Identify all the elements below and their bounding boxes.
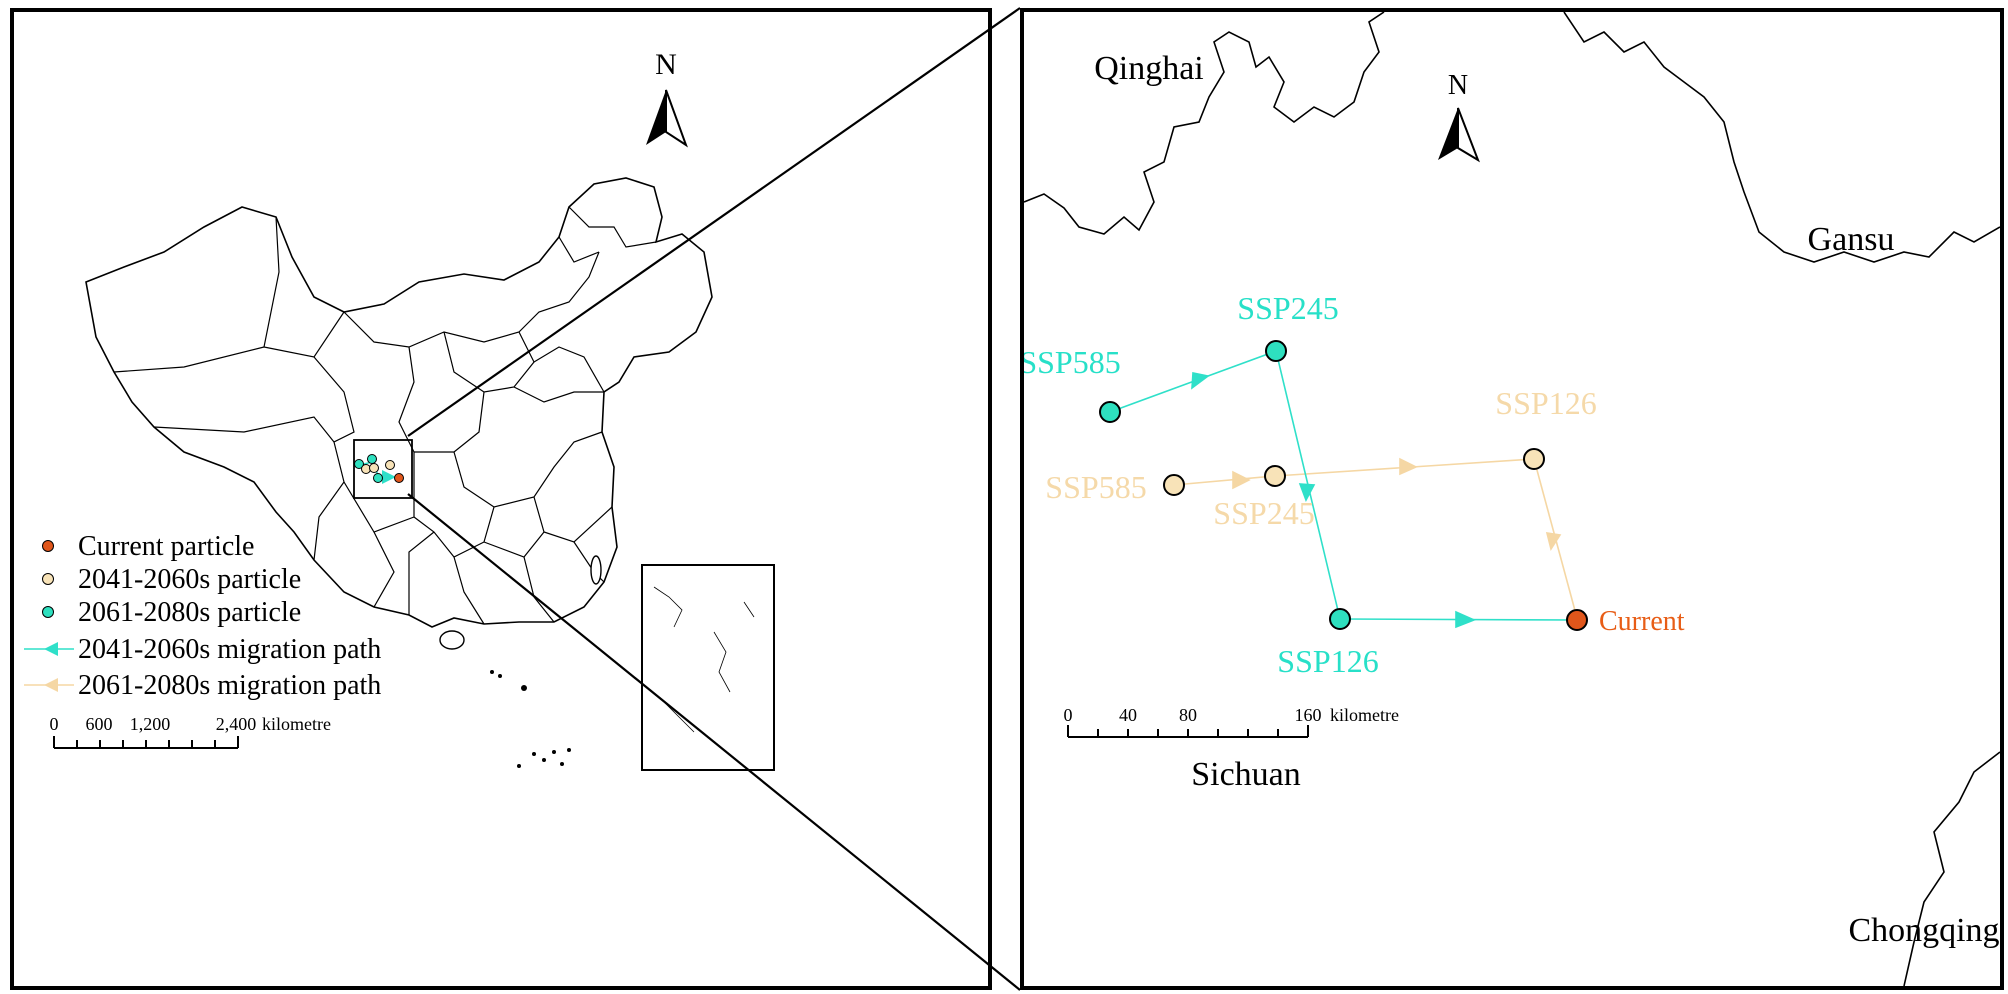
label-teal-ssp126: SSP126 [1277, 643, 1378, 679]
legend-2041-symbol [42, 573, 54, 585]
study-area-box [353, 439, 413, 499]
legend-2041-path-arrow [44, 642, 58, 656]
label-peach-ssp126: SSP126 [1495, 385, 1596, 421]
hainan-island [439, 630, 465, 650]
inset-coastline [653, 586, 755, 733]
legend-2061-path-label: 2061-2080s migration path [78, 670, 381, 701]
legend-current-label: Current particle [78, 531, 254, 562]
legend: Current particle 2041-2060s particle 206… [24, 531, 381, 701]
particle-2061-ssp585 [1099, 401, 1121, 423]
north-label-right: N [1448, 70, 1468, 101]
path-2041-2060 [1109, 350, 1578, 629]
taiwan-island [590, 555, 602, 585]
province-boundaries [113, 206, 657, 625]
particle-current [1566, 609, 1588, 631]
path-2061-2080 [1173, 457, 1578, 619]
study-area-map-panel: Qinghai Gansu Sichuan Chongqing N [1020, 8, 2004, 990]
legend-2061-symbol [42, 606, 54, 618]
particle-2041-ssp245 [1264, 465, 1286, 487]
particle-2041-ssp126 [1523, 448, 1545, 470]
particle-2061-ssp126 [1329, 608, 1351, 630]
label-teal-ssp245: SSP245 [1237, 290, 1338, 326]
study-area-map: Qinghai Gansu Sichuan Chongqing N [1024, 12, 2000, 986]
particle-2061-ssp245 [1265, 340, 1287, 362]
province-label-qinghai: Qinghai [1094, 50, 1204, 87]
scale-tick-80: 80 [1179, 705, 1197, 725]
scale-bar-left: 0 600 1,200 2,400 kilometre [50, 714, 331, 749]
scale-unit: kilometre [262, 714, 331, 734]
label-peach-ssp245: SSP245 [1213, 495, 1314, 531]
scale-tick-40: 40 [1119, 705, 1137, 725]
label-teal-ssp585: SSP585 [1024, 344, 1121, 380]
scale-bar-right: 0 40 80 160 kilometre [1064, 705, 1399, 738]
legend-2061-particle-label: 2061-2080s particle [78, 597, 301, 628]
scale-tick-1200: 1,200 [130, 714, 171, 734]
province-label-gansu: Gansu [1808, 221, 1895, 258]
scale-unit: kilometre [1330, 705, 1399, 725]
north-arrow-right: N [1438, 70, 1480, 163]
overview-map: N Current particle 2041-2060s particle 2… [24, 48, 775, 771]
scale-tick-160: 160 [1295, 705, 1322, 725]
scale-tick-2400: 2,400 [216, 714, 257, 734]
mini-particles [354, 454, 404, 484]
province-label-sichuan: Sichuan [1191, 756, 1301, 793]
scale-tick-0: 0 [1064, 705, 1073, 725]
scale-tick-600: 600 [86, 714, 113, 734]
legend-2041-particle-label: 2041-2060s particle [78, 564, 301, 595]
province-label-chongqing: Chongqing [1848, 912, 1999, 949]
north-arrow-left: N [646, 48, 688, 148]
label-current: Current [1599, 606, 1685, 637]
legend-2041-path-label: 2041-2060s migration path [78, 634, 381, 665]
overview-map-panel: N Current particle 2041-2060s particle 2… [10, 8, 992, 990]
legend-current-symbol [42, 540, 54, 552]
south-sea-islands [490, 670, 571, 768]
particle-2041-ssp585 [1163, 474, 1185, 496]
scale-tick-0: 0 [50, 714, 59, 734]
china-outline [85, 177, 713, 628]
north-label: N [655, 48, 677, 81]
label-peach-ssp585: SSP585 [1045, 469, 1146, 505]
study-area-boundaries [1024, 12, 2000, 986]
legend-2061-path-arrow [44, 678, 58, 692]
